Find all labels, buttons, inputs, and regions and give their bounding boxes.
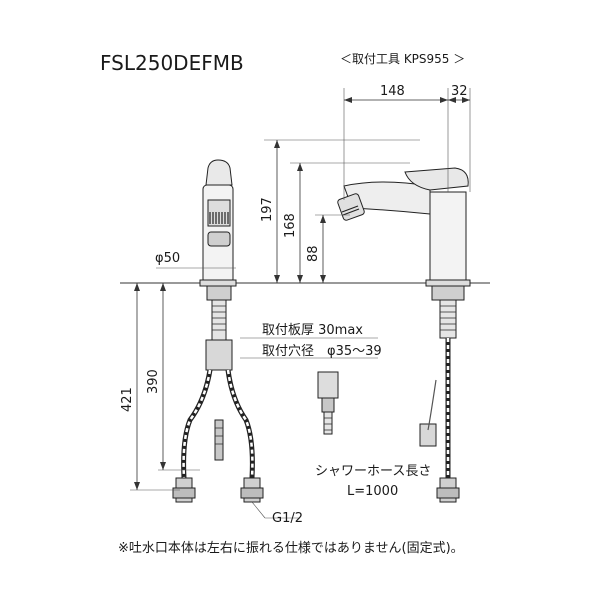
- front-grille: [209, 212, 229, 224]
- dim-390: 390: [146, 369, 161, 394]
- dim-phi50: φ50: [155, 251, 180, 266]
- front-flange: [199, 279, 237, 287]
- hose-length-label: シャワーホース長さ: [315, 464, 431, 479]
- dim-148: 148: [380, 84, 405, 99]
- hose-length-value: L=1000: [347, 484, 398, 499]
- center-connector: [214, 419, 224, 461]
- side-head: [337, 193, 365, 221]
- side-body: [429, 191, 467, 283]
- dim-32: 32: [451, 84, 468, 99]
- front-lever: [205, 159, 233, 186]
- side-lever: [404, 167, 469, 191]
- side-view: [337, 167, 471, 503]
- plate-thickness-note: 取付板厚 30max: [262, 323, 363, 338]
- side-spout: [343, 181, 431, 215]
- front-valve: [205, 339, 233, 371]
- thread-label: G1/2: [272, 511, 303, 526]
- model-number: FSL250DEFMB: [100, 51, 244, 75]
- dim-right-vertical: 197 168 88: [260, 139, 420, 283]
- hose-weight: [419, 423, 437, 447]
- dim-421: 421: [120, 387, 135, 412]
- dim-197: 197: [260, 197, 275, 222]
- front-view: φ50: [155, 159, 264, 503]
- dim-top: 148 32: [343, 84, 471, 200]
- hole-diameter-note: 取付穴径 φ35～39: [262, 344, 382, 359]
- front-neck: [207, 231, 231, 247]
- dim-88: 88: [306, 245, 321, 262]
- shower-connector: [317, 371, 339, 435]
- front-nut: [206, 285, 232, 301]
- footnote: ※吐水口本体は左右に振れる仕様ではありません(固定式)。: [118, 541, 464, 556]
- dim-168: 168: [283, 213, 298, 238]
- dim-left-vertical: 421 390: [120, 283, 200, 491]
- tool-note: ＜取付工具 KPS955 ＞: [340, 52, 465, 66]
